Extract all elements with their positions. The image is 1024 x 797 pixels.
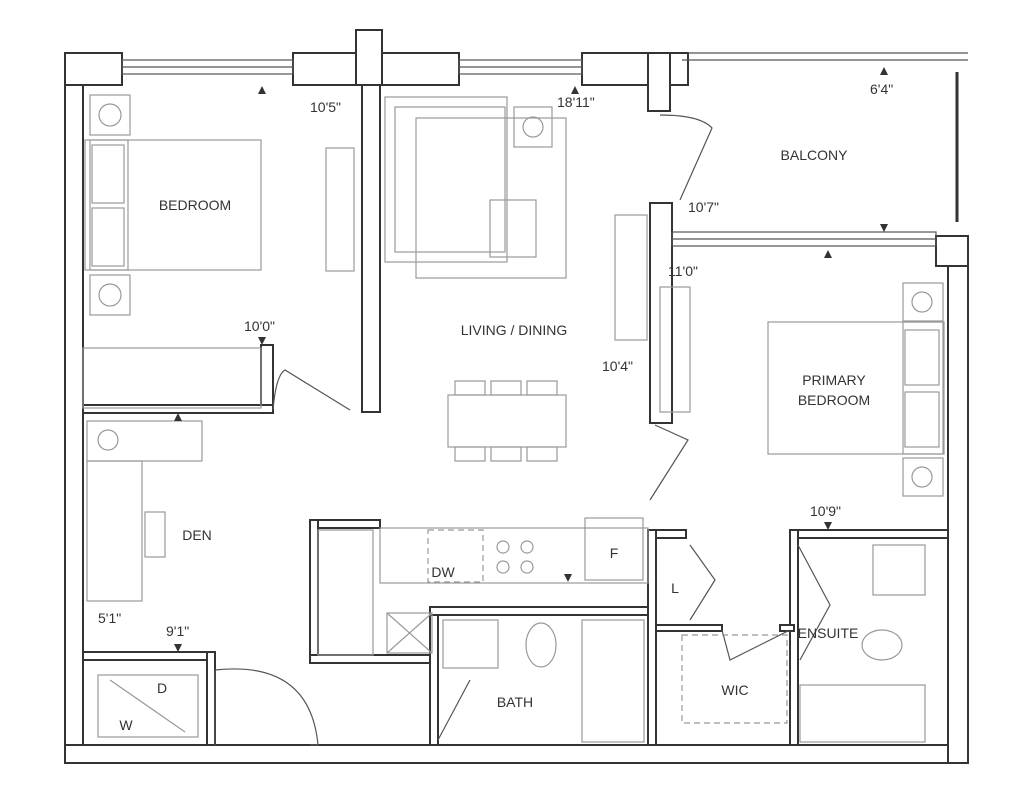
label-dryer: D — [157, 680, 167, 696]
label-ensuite: ENSUITE — [798, 625, 859, 641]
label-linen: L — [671, 580, 679, 596]
walls — [64, 29, 969, 764]
label-fridge: F — [610, 545, 619, 561]
dimension-labels: 10'5" 18'11" 6'4" 10'7" 11'0" 10'0" 10'4… — [98, 67, 893, 652]
label-den: DEN — [182, 527, 212, 543]
dim-bedroom-width: 10'5" — [310, 99, 341, 115]
dim-living-width: 18'11" — [557, 94, 595, 110]
label-primary-bedroom-1: PRIMARY — [802, 372, 866, 388]
label-living-dining: LIVING / DINING — [461, 322, 568, 338]
label-wic: WIC — [721, 682, 748, 698]
dim-bedroom-length: 10'0" — [244, 318, 275, 334]
dim-primary-width: 11'0" — [668, 263, 698, 279]
dim-den-width: 5'1" — [98, 610, 121, 626]
label-bedroom: BEDROOM — [159, 197, 231, 213]
dim-balcony-width: 10'7" — [688, 199, 719, 215]
dim-living-length: 10'4" — [602, 358, 633, 374]
label-washer: W — [119, 717, 133, 733]
furniture — [82, 94, 945, 743]
dim-den-length: 9'1" — [166, 623, 189, 639]
label-dishwasher: DW — [431, 564, 455, 580]
bed-bedroom — [84, 139, 262, 271]
label-bath: BATH — [497, 694, 533, 710]
dim-primary-length: 10'9" — [810, 503, 841, 519]
label-primary-bedroom-2: BEDROOM — [798, 392, 870, 408]
room-labels: BEDROOM LIVING / DINING BALCONY PRIMARY … — [119, 147, 870, 733]
label-balcony: BALCONY — [781, 147, 849, 163]
windows — [121, 52, 968, 247]
doors — [214, 114, 831, 746]
dim-balcony-depth: 6'4" — [870, 81, 893, 97]
